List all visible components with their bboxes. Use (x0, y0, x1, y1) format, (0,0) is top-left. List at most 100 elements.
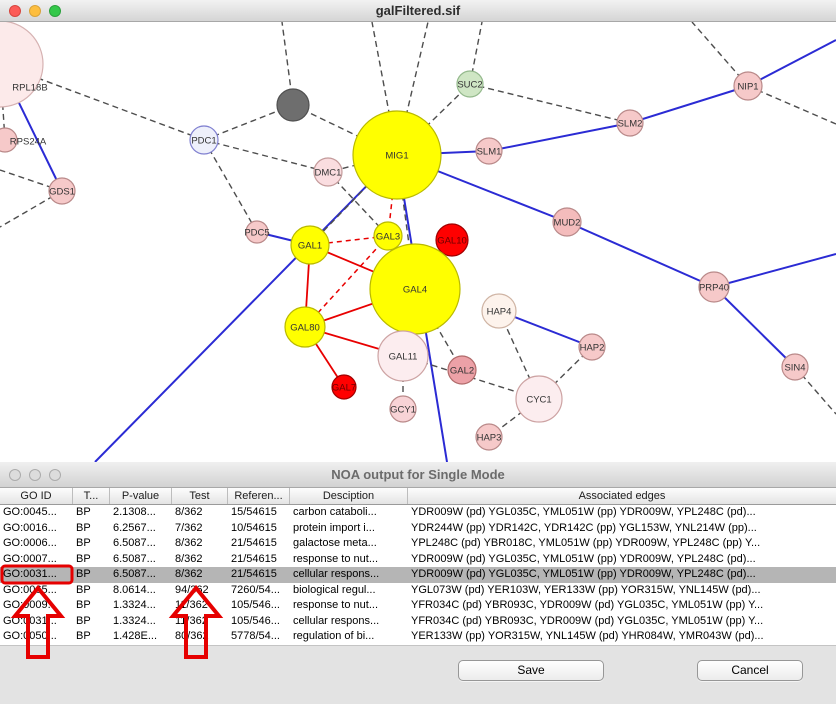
node-label-DMC1: DMC1 (315, 168, 342, 179)
table-cell: YFR034C (pd) YBR093C, YDR009W (pd) YGL03… (411, 614, 764, 627)
table-cell: BP (76, 599, 91, 611)
table-cell: 7260/54... (231, 583, 280, 596)
node-HAP3[interactable] (475, 423, 503, 451)
column-header-5[interactable]: Desciption (290, 488, 408, 504)
node-label-GCY1: GCY1 (390, 405, 416, 416)
node-SLM1[interactable] (475, 137, 503, 165)
node-label-PDC1: PDC1 (191, 136, 216, 147)
cancel-button[interactable]: Cancel (697, 660, 803, 681)
column-header-4[interactable]: Referen... (228, 488, 290, 504)
edge-DMC1-GAL3 (327, 171, 389, 237)
table-cell: YGL073W (pd) YER103W, YER133W (pp) YOR31… (411, 583, 761, 596)
node-GAL2[interactable] (447, 355, 477, 385)
edge-PRP40-border (713, 253, 836, 288)
table-cell: YDR244W (pp) YDR142C, YDR142C (pp) YGL15… (411, 521, 757, 534)
node-MUD2[interactable] (552, 207, 582, 237)
node-NIP1[interactable] (733, 71, 763, 101)
table-cell: GO:0007... (3, 552, 57, 565)
node-label-SUC2: SUC2 (457, 80, 482, 91)
node-GRAY[interactable] (276, 88, 310, 122)
table-cell: GO:0031... (3, 614, 57, 627)
table-cell: GO:0016... (3, 521, 57, 534)
node-SUC2[interactable] (456, 70, 484, 98)
node-GAL11[interactable] (377, 330, 429, 382)
zoom-icon[interactable] (49, 4, 61, 17)
node-label-CYC1: CYC1 (526, 395, 551, 406)
table-cell: GO:0009... (3, 599, 57, 611)
close-icon[interactable] (9, 468, 21, 481)
node-MIG1[interactable] (352, 110, 442, 200)
node-SIN4[interactable] (781, 353, 809, 381)
table-cell: 80/362 (175, 630, 209, 642)
edge-SLM2-NIP1 (629, 85, 749, 124)
table-cell: 5778/54... (231, 630, 280, 642)
table-cell: 94/362 (175, 583, 209, 596)
table-cell: BP (76, 583, 91, 596)
network-window-title: galFiltered.sif (375, 3, 461, 18)
column-header-0[interactable]: GO ID (0, 488, 73, 504)
noa-window-title: NOA output for Single Mode (331, 467, 505, 482)
table-cell: protein import i... (293, 521, 375, 534)
table-cell: YDR009W (pd) YGL035C, YML051W (pp) YDR00… (411, 506, 756, 518)
node-GAL80[interactable] (284, 306, 326, 348)
node-RPS24A[interactable] (0, 127, 18, 153)
node-PDC5[interactable] (245, 220, 269, 244)
edge-RPL18B-PDC1 (0, 63, 205, 141)
node-GCY1[interactable] (389, 395, 417, 423)
noa-window-titlebar: NOA output for Single Mode (0, 462, 836, 488)
node-label-HAP2: HAP2 (580, 343, 605, 354)
node-RPL18B[interactable] (0, 22, 44, 108)
node-GAL10[interactable] (435, 223, 469, 257)
edge-NIP1-border (747, 39, 836, 87)
save-button[interactable]: Save (458, 660, 604, 681)
table-cell: GO:0045... (3, 506, 57, 518)
node-label-NIP1: NIP1 (737, 82, 758, 93)
node-GAL1[interactable] (290, 225, 330, 265)
table-cell: 6.2567... (113, 521, 156, 534)
node-PRP40[interactable] (698, 271, 730, 303)
column-header-2[interactable]: P-value (110, 488, 172, 504)
minimize-icon[interactable] (29, 4, 41, 17)
node-label-GAL80: GAL80 (290, 323, 320, 334)
node-GDS1[interactable] (48, 177, 76, 205)
zoom-icon[interactable] (49, 468, 61, 481)
node-PDC1[interactable] (189, 125, 219, 155)
node-CYC1[interactable] (515, 375, 563, 423)
node-label-SLM2: SLM2 (618, 119, 643, 130)
column-header-1[interactable]: T... (73, 488, 110, 504)
edge-SLM2-SUC2 (469, 83, 631, 124)
node-label-MIG1: MIG1 (385, 151, 408, 162)
node-DMC1[interactable] (313, 157, 343, 187)
column-header-6[interactable]: Associated edges (408, 488, 836, 504)
node-GAL7[interactable] (331, 374, 357, 400)
close-icon[interactable] (9, 4, 21, 17)
edge-MUD2-PRP40 (566, 221, 715, 288)
table-cell: 21/54615 (231, 568, 277, 580)
table-cell: YFR034C (pd) YBR093C, YDR009W (pd) YGL03… (411, 599, 764, 611)
column-header-3[interactable]: Test (172, 488, 228, 504)
node-label-HAP3: HAP3 (477, 433, 502, 444)
table-cell: 7/362 (175, 521, 203, 534)
table-cell: 105/546... (231, 614, 280, 627)
node-label-GAL3: GAL3 (376, 232, 400, 243)
node-HAP2[interactable] (578, 333, 606, 361)
minimize-icon[interactable] (29, 468, 41, 481)
node-HAP4[interactable] (481, 293, 517, 329)
node-label-SLM1: SLM1 (477, 147, 502, 158)
node-SLM2[interactable] (616, 109, 644, 137)
table-cell: 8/362 (175, 568, 203, 580)
node-GAL3[interactable] (373, 221, 403, 251)
edge-PDC1-PDC5 (203, 139, 258, 233)
